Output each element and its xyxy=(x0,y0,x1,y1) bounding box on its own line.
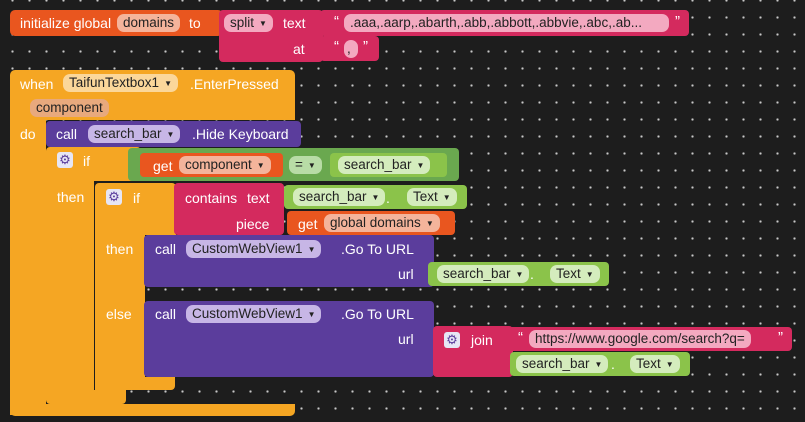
dropdown-arrow-icon: ▼ xyxy=(164,79,172,88)
join-text-field[interactable]: https://www.google.com/search?q= xyxy=(529,330,751,348)
piece-label: piece xyxy=(236,216,270,232)
gear-icon[interactable]: ⚙ xyxy=(57,152,73,168)
webview-component-dropdown[interactable]: CustomWebView1▼ xyxy=(186,240,322,258)
open-quote-icon: “ xyxy=(334,38,339,55)
dropdown-arrow-icon: ▼ xyxy=(256,161,265,170)
get-label: get xyxy=(153,158,173,174)
url-property-dropdown[interactable]: Text▼ xyxy=(550,265,600,283)
webview-component-dropdown[interactable]: CustomWebView1▼ xyxy=(186,305,322,323)
join-property-dropdown[interactable]: Text▼ xyxy=(630,355,680,373)
then-label: then xyxy=(106,241,134,257)
dropdown-arrow-icon: ▼ xyxy=(166,130,175,139)
if-block-outer-left-bar xyxy=(46,180,94,396)
gear-icon[interactable]: ⚙ xyxy=(106,189,122,205)
dropdown-arrow-icon: ▼ xyxy=(442,193,451,202)
event-param-component[interactable]: component xyxy=(30,99,109,117)
dot-separator: . xyxy=(386,190,390,206)
dropdown-arrow-icon: ▼ xyxy=(665,360,674,369)
open-quote-icon: “ xyxy=(334,13,339,30)
close-quote-icon: ” xyxy=(778,329,783,346)
close-quote-icon: ” xyxy=(675,13,680,30)
global-var-init-block[interactable] xyxy=(10,10,223,36)
event-handler-left-bar xyxy=(10,118,46,415)
dropdown-arrow-icon: ▼ xyxy=(371,193,380,202)
call-label: call xyxy=(56,126,78,142)
dropdown-arrow-icon: ▼ xyxy=(307,161,316,170)
get-label: get xyxy=(298,216,318,232)
split-at-label: at xyxy=(293,41,305,57)
join-label: join xyxy=(471,332,493,348)
contains-text-label: text xyxy=(247,190,270,206)
goto-method: .Go To URL xyxy=(341,241,414,257)
if-label: if xyxy=(133,190,140,206)
dot-separator: . xyxy=(530,266,534,282)
open-quote-icon: “ xyxy=(518,329,523,346)
dropdown-arrow-icon: ▼ xyxy=(515,270,524,279)
goto-method: .Go To URL xyxy=(341,306,414,322)
do-label: do xyxy=(20,126,36,142)
when-label: when xyxy=(20,76,54,92)
dropdown-arrow-icon: ▼ xyxy=(425,219,434,228)
call-label: call xyxy=(155,306,177,322)
if-else-inner-bottom xyxy=(95,377,175,390)
dot-separator: . xyxy=(611,356,615,372)
compare-op-dropdown[interactable]: =▼ xyxy=(289,156,322,174)
then-label: then xyxy=(57,189,85,205)
event-component-dropdown[interactable]: TaifunTextbox1▼ xyxy=(63,74,178,92)
dropdown-arrow-icon: ▼ xyxy=(416,161,425,170)
dropdown-arrow-icon: ▼ xyxy=(585,270,594,279)
piece-var-dropdown[interactable]: global domains▼ xyxy=(324,214,440,232)
gear-icon[interactable]: ⚙ xyxy=(444,332,460,348)
hide-kb-method: .Hide Keyboard xyxy=(192,126,289,142)
dropdown-arrow-icon: ▼ xyxy=(259,19,267,28)
domains-text-field[interactable]: .aaa,.aarp,.abarth,.abb,.abbott,.abbvie,… xyxy=(344,14,669,32)
if-else-inner-left-bar xyxy=(95,234,145,390)
text-property-dropdown[interactable]: Text▼ xyxy=(407,188,457,206)
split-op-dropdown[interactable]: split▼ xyxy=(224,14,273,32)
call-label: call xyxy=(155,241,177,257)
event-name: .EnterPressed xyxy=(190,76,279,92)
hide-kb-component-dropdown[interactable]: search_bar▼ xyxy=(88,125,181,143)
separator-text-field[interactable]: , xyxy=(344,40,358,58)
contains-label: contains xyxy=(185,190,238,206)
init-to-label: to xyxy=(189,15,201,31)
if-block-outer-bottom xyxy=(46,390,126,404)
url-label: url xyxy=(398,266,414,282)
join-component-dropdown[interactable]: search_bar▼ xyxy=(516,355,609,373)
url-component-dropdown[interactable]: search_bar▼ xyxy=(437,265,530,283)
contains-block[interactable] xyxy=(174,183,284,235)
get-var-dropdown[interactable]: component▼ xyxy=(179,156,271,174)
global-var-name-field[interactable]: domains xyxy=(117,14,181,32)
dropdown-arrow-icon: ▼ xyxy=(307,310,316,319)
text-component-dropdown[interactable]: search_bar▼ xyxy=(293,188,386,206)
split-text-label: text xyxy=(283,15,306,31)
close-quote-icon: ” xyxy=(363,38,368,55)
compare-component-dropdown[interactable]: search_bar▼ xyxy=(338,156,431,174)
dropdown-arrow-icon: ▼ xyxy=(594,360,603,369)
event-handler-bottom xyxy=(10,404,295,416)
if-label: if xyxy=(83,153,90,169)
init-keyword: initialize global xyxy=(20,15,112,31)
dropdown-arrow-icon: ▼ xyxy=(307,245,316,254)
else-label: else xyxy=(106,306,132,322)
url-label: url xyxy=(398,331,414,347)
